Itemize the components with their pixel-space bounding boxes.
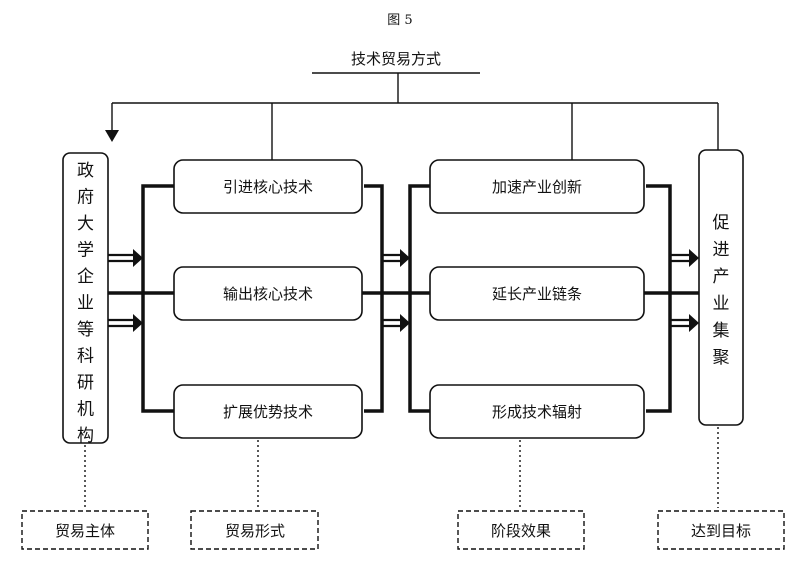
form-label: 输出核心技术 [223, 285, 313, 303]
double-arrow-icon [108, 314, 143, 332]
bracket [364, 184, 384, 413]
double-arrow-icon [670, 314, 699, 332]
double-arrow-icon [108, 249, 143, 267]
form-label: 扩展优势技术 [223, 403, 313, 421]
category-label: 贸易主体 [55, 522, 115, 540]
category-box [657, 510, 785, 550]
category-label: 阶段效果 [491, 522, 551, 540]
goal-text: 促进产业集聚 [713, 213, 730, 368]
root-label: 技术贸易方式 [351, 50, 441, 68]
double-arrow-icon [382, 249, 410, 267]
form-label: 引进核心技术 [223, 178, 313, 196]
figure-label: 图 5 [387, 13, 412, 28]
category-label: 贸易形式 [225, 522, 285, 540]
category-box [21, 510, 149, 550]
forms-group: 引进核心技术 输出核心技术 扩展优势技术 [173, 159, 363, 439]
bracket [646, 184, 672, 413]
effect-label: 形成技术辐射 [492, 403, 582, 421]
arrow-down-icon [105, 130, 119, 142]
subject-text: 政府大学企业等科研机构 [77, 161, 94, 446]
effect-label: 延长产业链条 [492, 285, 582, 303]
double-arrow-icon [382, 314, 410, 332]
category-box [190, 510, 319, 550]
double-arrows [108, 249, 699, 332]
double-arrow-icon [670, 249, 699, 267]
effects-group: 加速产业创新 延长产业链条 形成技术辐射 [429, 159, 645, 439]
category-label: 达到目标 [691, 522, 751, 540]
subject-box [62, 152, 109, 444]
effect-label: 加速产业创新 [492, 178, 582, 196]
bracket [408, 184, 430, 413]
category-box [457, 510, 585, 550]
bracket [141, 184, 174, 413]
goal-box [698, 149, 744, 426]
